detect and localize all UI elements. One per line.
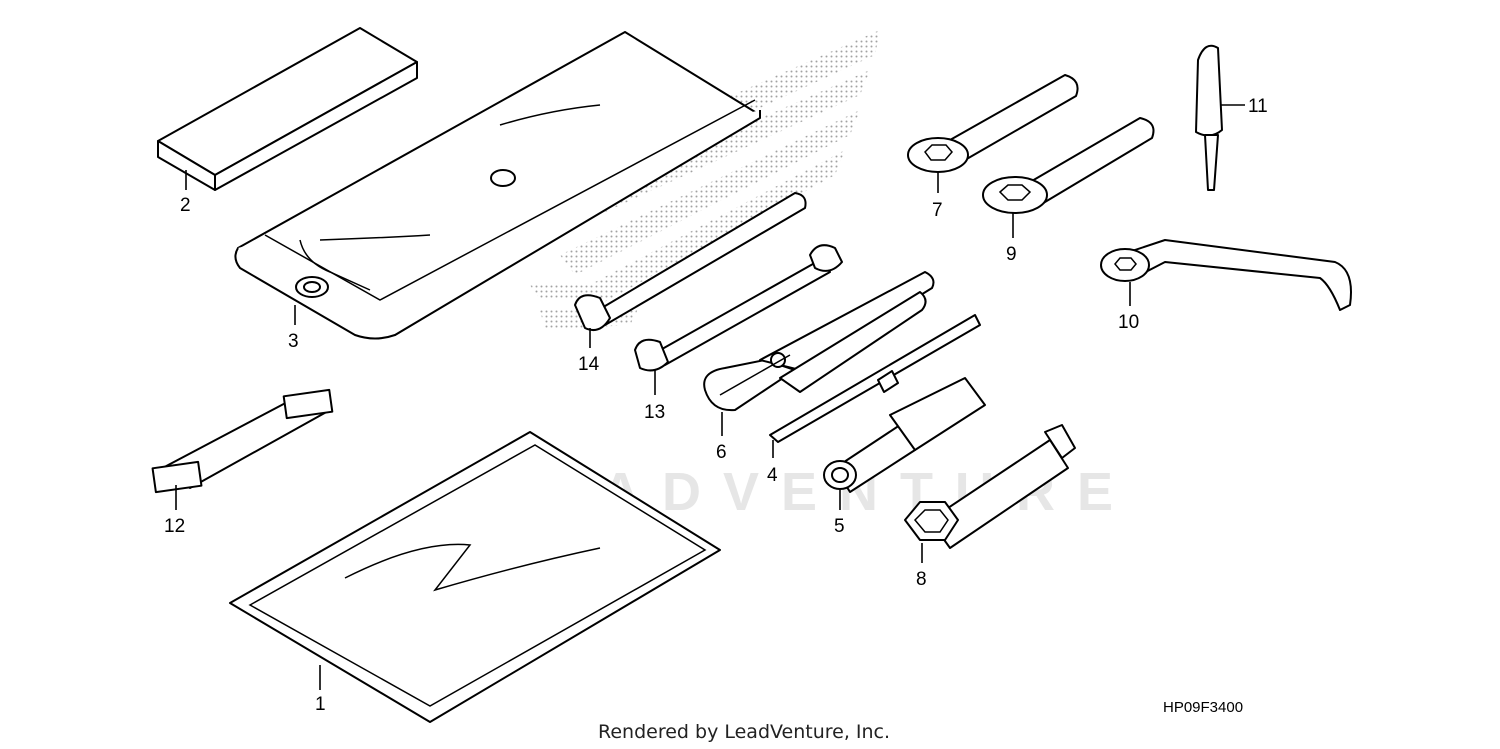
part-3-tool-bag [234,31,761,340]
callout-3[interactable]: 3 [288,331,299,352]
part-14-wrench [574,192,807,331]
leader-lines [175,104,1245,690]
callout-7[interactable]: 7 [932,200,943,221]
part-4-screwdriver [769,314,981,443]
diagram-code: HP09F3400 [1163,699,1243,716]
callout-8[interactable]: 8 [916,569,927,590]
part-5-socket-wrench [823,377,986,493]
callout-4[interactable]: 4 [767,465,778,486]
part-2-foam-pad [157,27,418,191]
callout-9[interactable]: 9 [1006,244,1017,265]
callout-2[interactable]: 2 [180,195,191,216]
part-8-plug-socket [904,424,1076,549]
callout-labels: 1 2 3 4 5 6 7 8 9 10 11 12 13 14 [164,96,1268,715]
callout-10[interactable]: 10 [1118,312,1139,333]
part-9-spanner [982,117,1155,214]
callout-5[interactable]: 5 [834,516,845,537]
callout-11[interactable]: 11 [1248,96,1268,117]
callout-14[interactable]: 14 [578,354,600,375]
part-12-strap [151,388,334,494]
part-6-pliers [703,271,935,412]
callout-1[interactable]: 1 [315,694,326,715]
callout-12[interactable]: 12 [164,516,185,537]
part-7-spanner [907,74,1079,173]
part-1-pouch [229,431,721,723]
part-13-wrench [634,244,843,372]
callout-6[interactable]: 6 [716,442,727,463]
part-10-offset-wrench [1100,239,1352,311]
credit-text: Rendered by LeadVenture, Inc. [598,721,890,743]
part-11-driver [1195,44,1223,191]
callout-13[interactable]: 13 [644,402,665,423]
